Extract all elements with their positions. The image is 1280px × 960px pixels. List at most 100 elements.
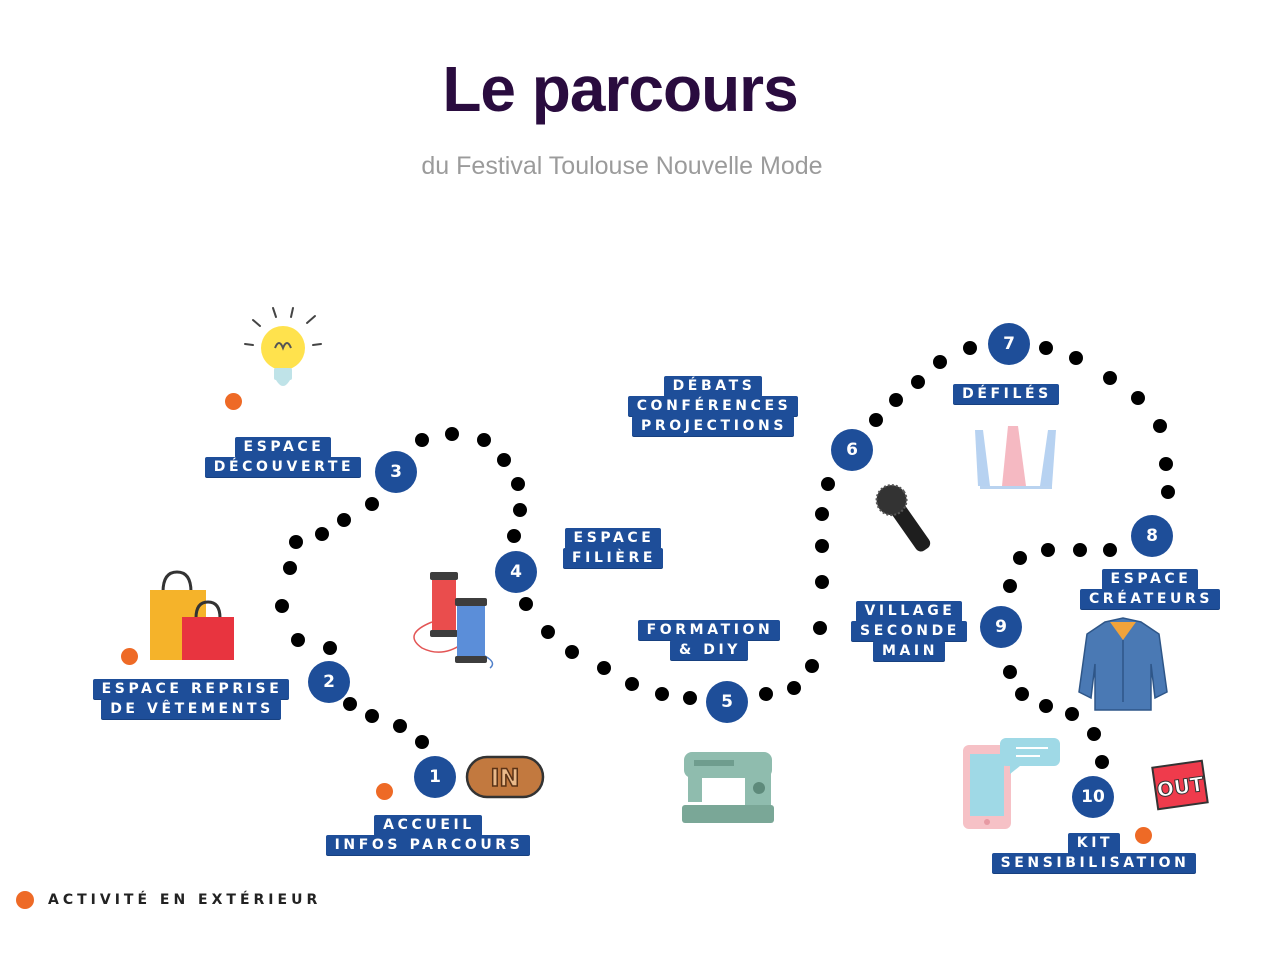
route-dot	[759, 687, 773, 701]
step-6-label-line: PROJECTIONS	[631, 416, 795, 436]
out-badge: OUT	[1151, 759, 1209, 811]
step-6-number[interactable]: 6	[831, 429, 873, 471]
outdoor-marker	[1135, 827, 1152, 844]
route-dot	[805, 659, 819, 673]
step-2-number[interactable]: 2	[308, 661, 350, 703]
step-3-number[interactable]: 3	[375, 451, 417, 493]
route-dot	[597, 661, 611, 675]
route-dot	[625, 677, 639, 691]
step-9-label-line: SECONDE	[851, 621, 967, 641]
route-dot	[683, 691, 697, 705]
step-5-label-line: & DIY	[669, 640, 749, 660]
in-badge: IN	[465, 755, 545, 799]
route-dot	[1003, 665, 1017, 679]
step-2-label-line: ESPACE REPRISE	[92, 679, 290, 699]
route-dot	[869, 413, 883, 427]
route-dot	[655, 687, 669, 701]
route-dot	[323, 641, 337, 655]
step-3-label-line: ESPACE	[234, 437, 332, 457]
step-10-label-line: SENSIBILISATION	[991, 853, 1197, 873]
route-dot	[1153, 419, 1167, 433]
page-subtitle: du Festival Toulouse Nouvelle Mode	[421, 152, 823, 180]
step-7-label-line: DÉFILÉS	[953, 384, 1059, 404]
route-dot	[1131, 391, 1145, 405]
step-4-label-line: FILIÈRE	[562, 548, 663, 568]
route-dot	[1095, 755, 1109, 769]
shopping-bags-icon	[150, 570, 234, 660]
route-dot	[1161, 485, 1175, 499]
step-2-label[interactable]: ESPACE REPRISE DE VÊTEMENTS	[78, 679, 304, 719]
route-dot	[283, 561, 297, 575]
route-dot	[787, 681, 801, 695]
route-dot	[1069, 351, 1083, 365]
route-dot	[1039, 341, 1053, 355]
route-dot	[1065, 707, 1079, 721]
route-dot	[393, 719, 407, 733]
route-dot	[291, 633, 305, 647]
legend-outdoor-marker	[16, 891, 34, 909]
step-10-label-line: KIT	[1067, 833, 1121, 853]
step-3-label[interactable]: ESPACE DÉCOUVERTE	[194, 437, 372, 477]
step-1-number[interactable]: 1	[414, 756, 456, 798]
route-dot	[1013, 551, 1027, 565]
step-5-label-line: FORMATION	[637, 620, 781, 640]
step-10-label[interactable]: KIT SENSIBILISATION	[976, 833, 1212, 873]
step-8-number[interactable]: 8	[1131, 515, 1173, 557]
route-dot	[1041, 543, 1055, 557]
route-dot	[821, 477, 835, 491]
route-dot	[1103, 371, 1117, 385]
spotlights-icon	[975, 426, 1056, 489]
page-title: Le parcours	[442, 53, 798, 125]
route-dot	[343, 697, 357, 711]
route-dot	[933, 355, 947, 369]
step-6-label-line: CONFÉRENCES	[627, 396, 799, 416]
step-4-label[interactable]: ESPACE FILIÈRE	[555, 528, 671, 568]
legend: ACTIVITÉ EN EXTÉRIEUR	[16, 891, 321, 909]
step-5-label[interactable]: FORMATION & DIY	[620, 620, 798, 660]
step-8-label-line: ESPACE	[1101, 569, 1199, 589]
route-dot	[497, 453, 511, 467]
route-dot	[511, 477, 525, 491]
route-dot	[415, 735, 429, 749]
step-8-label[interactable]: ESPACE CRÉATEURS	[1068, 569, 1232, 609]
step-10-number[interactable]: 10	[1072, 776, 1114, 818]
route-dot	[911, 375, 925, 389]
route-dot	[513, 503, 527, 517]
route-dot	[365, 497, 379, 511]
route-dot	[507, 529, 521, 543]
route-dot	[963, 341, 977, 355]
step-9-label[interactable]: VILLAGE SECONDE MAIN	[842, 601, 976, 661]
step-5-number[interactable]: 5	[706, 681, 748, 723]
step-7-label[interactable]: DÉFILÉS	[944, 384, 1068, 404]
route-dot	[275, 599, 289, 613]
sewing-machine-icon	[682, 752, 774, 823]
route-dot	[1015, 687, 1029, 701]
step-8-label-line: CRÉATEURS	[1079, 589, 1221, 609]
denim-jacket-icon	[1078, 617, 1168, 711]
outdoor-marker	[225, 393, 242, 410]
route-dot	[415, 433, 429, 447]
route-dot	[541, 625, 555, 639]
microphone-icon	[875, 484, 931, 552]
step-9-label-line: VILLAGE	[855, 601, 963, 621]
route-dot	[445, 427, 459, 441]
step-9-label-line: MAIN	[872, 641, 946, 661]
route-dot	[1159, 457, 1173, 471]
step-1-label[interactable]: ACCUEIL INFOS PARCOURS	[306, 815, 550, 855]
route-dot	[815, 575, 829, 589]
step-6-label[interactable]: DÉBATS CONFÉRENCES PROJECTIONS	[608, 376, 818, 436]
outdoor-marker	[376, 783, 393, 800]
in-badge-text: IN	[490, 764, 519, 792]
step-4-label-line: ESPACE	[564, 528, 662, 548]
step-9-number[interactable]: 9	[980, 606, 1022, 648]
route-dot	[1087, 727, 1101, 741]
route-dot	[477, 433, 491, 447]
route-dot	[315, 527, 329, 541]
route-dot	[815, 507, 829, 521]
lightbulb-icon	[244, 307, 322, 386]
step-7-number[interactable]: 7	[988, 323, 1030, 365]
step-4-number[interactable]: 4	[495, 551, 537, 593]
legend-text: ACTIVITÉ EN EXTÉRIEUR	[48, 892, 322, 908]
route-path-dots	[275, 341, 1175, 769]
